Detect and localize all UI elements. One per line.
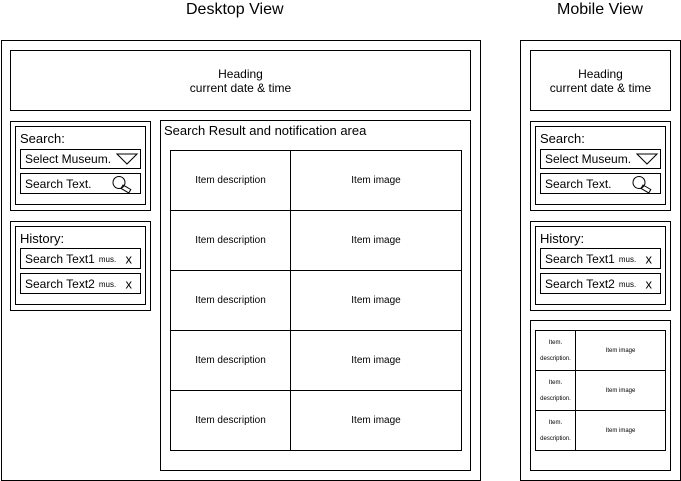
museum-select-text: Select Museum. — [25, 152, 112, 166]
table-row[interactable]: Item. description. Item image — [535, 330, 666, 371]
history-label: History: — [540, 231, 585, 246]
search-label: Search: — [20, 131, 65, 146]
search-label: Search: — [540, 131, 585, 146]
item-description: Item description — [170, 330, 291, 391]
museum-select[interactable]: Select Museum. — [540, 149, 661, 169]
close-icon[interactable]: x — [645, 276, 653, 291]
desktop-heading: Heading current date & time — [10, 50, 471, 111]
history-item-text: Search Text1 — [25, 251, 95, 266]
results-table: Item description Item image Item descrip… — [170, 150, 462, 451]
item-description: Item description — [170, 270, 291, 331]
item-image: Item image — [290, 150, 462, 211]
item-image: Item image — [290, 270, 462, 331]
item-description-line2: description. — [540, 355, 571, 362]
close-icon[interactable]: x — [645, 251, 653, 266]
history-item-text: Search Text2 — [25, 276, 95, 291]
datetime-text: current date & time — [549, 80, 652, 95]
item-description: Item. description. — [535, 370, 576, 411]
desktop-view-title: Desktop View — [186, 1, 284, 18]
history-item[interactable]: Search Text2 mus. x — [540, 273, 661, 294]
history-item[interactable]: Search Text1 mus. x — [540, 248, 661, 269]
search-input[interactable]: Search Text. — [540, 173, 661, 194]
mobile-view-title: Mobile View — [557, 1, 643, 18]
item-description-line1: Item. — [548, 379, 563, 386]
museum-select[interactable]: Select Museum. — [20, 149, 141, 169]
results-table: Item. description. Item image Item. desc… — [535, 330, 666, 451]
search-input-text: Search Text. — [25, 176, 92, 191]
search-input-text: Search Text. — [545, 176, 612, 191]
search-icon — [632, 176, 652, 193]
table-row[interactable]: Item description Item image — [170, 390, 462, 451]
history-item-museum: mus. — [98, 280, 117, 289]
table-row[interactable]: Item. description. Item image — [535, 410, 666, 451]
history-item[interactable]: Search Text2 mus. x — [20, 273, 141, 294]
mobile-heading: Heading current date & time — [530, 50, 671, 111]
history-item-text: Search Text1 — [545, 251, 615, 266]
item-image: Item image — [290, 210, 462, 271]
history-item-text: Search Text2 — [545, 276, 615, 291]
results-label: Search Result and notification area — [164, 123, 367, 138]
history-item-museum: mus. — [98, 255, 117, 264]
table-row[interactable]: Item description Item image — [170, 210, 462, 271]
table-row[interactable]: Item description Item image — [170, 330, 462, 391]
heading-text: Heading — [218, 66, 263, 81]
history-item-museum: mus. — [618, 280, 637, 289]
history-label: History: — [20, 231, 65, 246]
history-item-museum: mus. — [618, 255, 637, 264]
heading-text: Heading — [578, 66, 623, 81]
museum-select-text: Select Museum. — [545, 152, 632, 166]
item-description-line2: description. — [540, 395, 571, 402]
item-image: Item image — [575, 330, 666, 371]
item-description: Item description — [170, 390, 291, 451]
item-image: Item image — [575, 410, 666, 451]
item-description: Item. description. — [535, 410, 576, 451]
table-row[interactable]: Item description Item image — [170, 150, 462, 211]
table-row[interactable]: Item description Item image — [170, 270, 462, 331]
item-image: Item image — [290, 390, 462, 451]
item-description: Item description — [170, 150, 291, 211]
chevron-down-icon — [636, 153, 658, 165]
item-description: Item description — [170, 210, 291, 271]
close-icon[interactable]: x — [125, 276, 133, 291]
item-description-line1: Item. — [548, 419, 563, 426]
item-description-line1: Item. — [548, 339, 563, 346]
history-item[interactable]: Search Text1 mus. x — [20, 248, 141, 269]
item-description-line2: description. — [540, 435, 571, 442]
item-image: Item image — [575, 370, 666, 411]
datetime-text: current date & time — [189, 80, 292, 95]
close-icon[interactable]: x — [125, 251, 133, 266]
chevron-down-icon — [116, 153, 138, 165]
item-description: Item. description. — [535, 330, 576, 371]
table-row[interactable]: Item. description. Item image — [535, 370, 666, 411]
item-image: Item image — [290, 330, 462, 391]
search-input[interactable]: Search Text. — [20, 173, 141, 194]
search-icon — [112, 176, 132, 193]
